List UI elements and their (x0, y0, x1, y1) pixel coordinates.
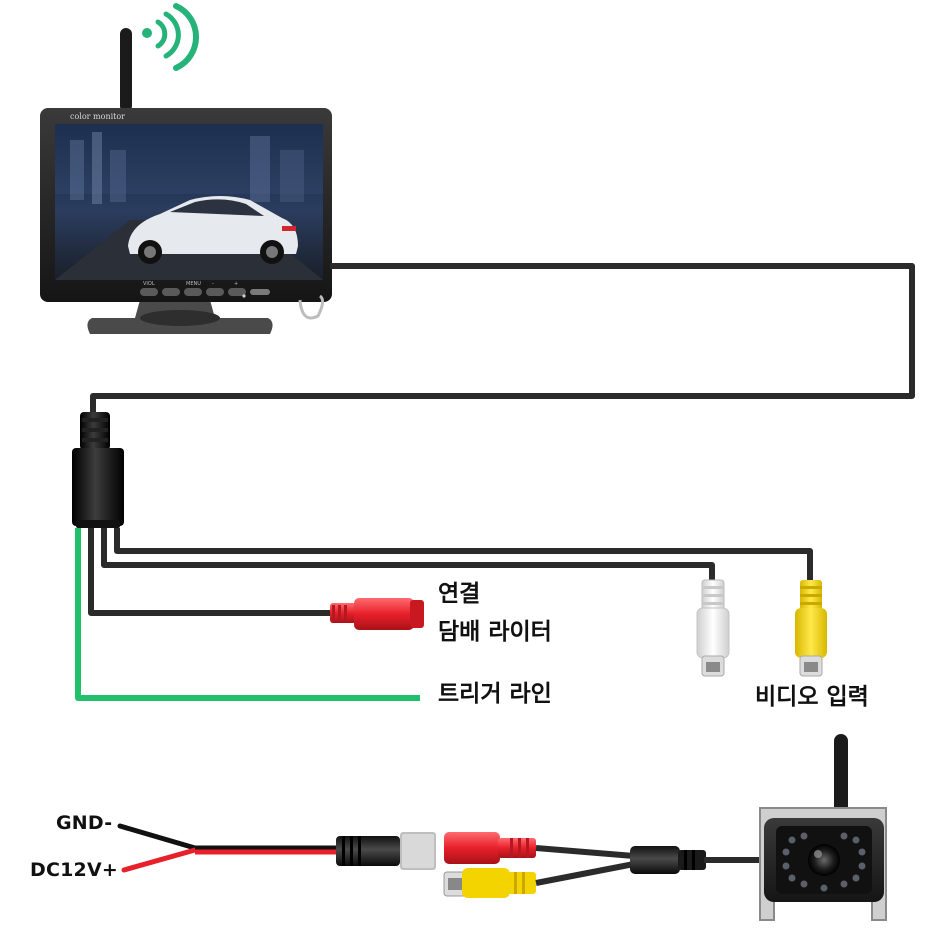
backup-camera (759, 734, 887, 921)
video-wire (114, 528, 813, 582)
camera-junction (630, 846, 706, 874)
camera-cables (535, 845, 635, 886)
power-wire (88, 528, 332, 616)
label-cigarette-lighter: 담배 라이터 (438, 619, 552, 645)
monitor-button-label: - (212, 281, 214, 287)
label-video-input: 비디오 입력 (755, 684, 869, 710)
monitor-button-label: + (234, 281, 238, 287)
monitor: color monitor VIOL MENU - + (40, 28, 332, 334)
black-dc-plug (336, 832, 436, 870)
white-rca-connector (696, 579, 730, 677)
camera-lens (808, 844, 840, 876)
monitor-button-label: MENU (186, 281, 201, 287)
car-image (128, 196, 298, 264)
label-trigger-line: 트리거 라인 (438, 681, 552, 707)
camera-red-connector (444, 832, 536, 864)
monitor-main-cable (90, 263, 915, 420)
trigger-wire (75, 528, 420, 701)
label-connect: 연결 (438, 581, 481, 607)
yellow-rca-connector (795, 580, 827, 677)
monitor-brand-text: color monitor (70, 112, 125, 121)
power-leads (117, 823, 340, 873)
harness-connector (72, 412, 124, 528)
camera-yellow-rca (443, 868, 536, 898)
label-dc12v: DC12V+ (30, 859, 118, 881)
label-gnd: GND- (56, 812, 113, 834)
white-rca-wire (101, 528, 715, 584)
monitor-antenna (120, 28, 132, 112)
red-dc-connector (330, 598, 424, 630)
monitor-button-label: VIOL (143, 281, 155, 287)
monitor-buttons[interactable]: VIOL MENU - + (140, 281, 270, 296)
wifi-signal-icon (142, 3, 199, 71)
